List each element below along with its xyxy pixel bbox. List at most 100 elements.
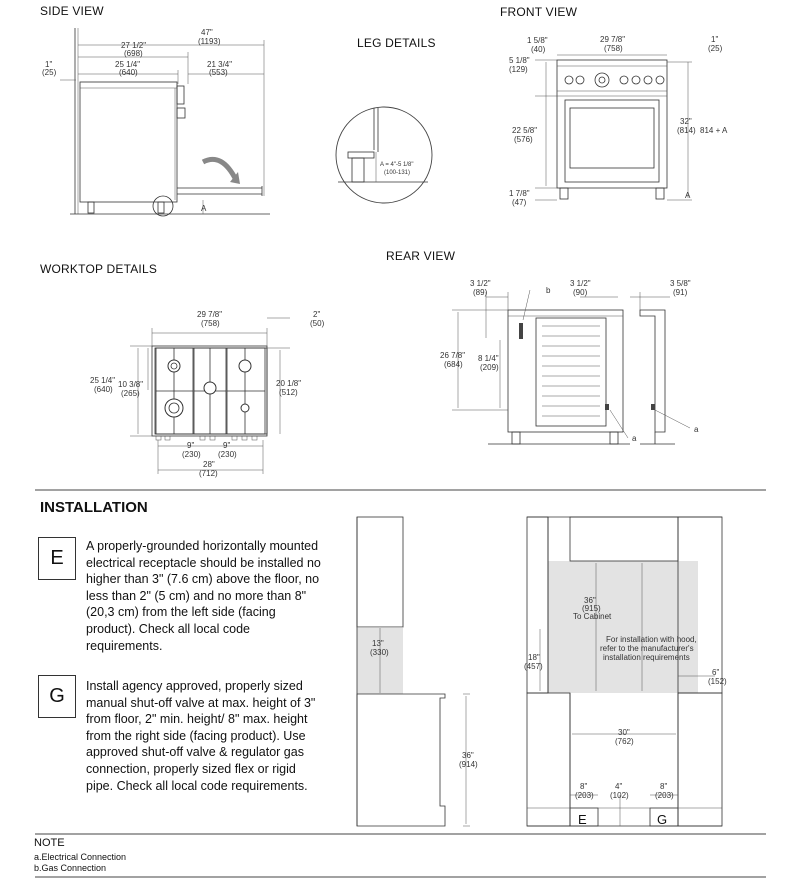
leg-dim-a: A = 4"-5 1/8" [380, 162, 413, 168]
install-dim-6-mm: (152) [708, 677, 727, 686]
front-dim-22: 22 5/8" [512, 126, 537, 135]
install-label-e: E [578, 812, 587, 827]
worktop-dim-25: 25 1/4" [90, 376, 115, 385]
front-dim-1-mm: (25) [708, 44, 723, 53]
side-dim-25-mm: (640) [119, 68, 138, 77]
note-a: a.Electrical Connection [34, 852, 127, 862]
front-dim-29: 29 7/8" [600, 35, 625, 44]
front-dim-158-mm: (40) [531, 45, 546, 54]
side-dim-21-mm: (553) [209, 68, 228, 77]
side-dim-27: 27 1/2" [121, 41, 146, 50]
worktop-dim-9a-mm: (230) [182, 450, 201, 459]
rear-dim-358: 3 5/8" [670, 279, 691, 288]
worktop-dim-2-mm: (50) [310, 319, 325, 328]
note-title: NOTE [34, 837, 65, 849]
install-dim-4: 4" [615, 782, 622, 791]
install-dim-8a-mm: (203) [575, 791, 594, 800]
side-dim-25: 25 1/4" [115, 60, 140, 69]
front-view-drawing: 1 5/8" (40) 29 7/8" (758) 1" (25) 5 1/8"… [509, 35, 728, 207]
side-dim-21: 21 3/4" [207, 60, 232, 69]
side-dim-27-mm: (698) [124, 49, 143, 58]
install-dim-8b-mm: (203) [655, 791, 674, 800]
front-dim-22-mm: (576) [514, 135, 533, 144]
worktop-dim-10: 10 3/8" [118, 380, 143, 389]
side-dim-47: 47" [201, 28, 213, 37]
side-dim-47-mm: (1193) [198, 37, 221, 46]
rear-dim-a1: a [632, 434, 637, 443]
side-dim-a: A [201, 204, 207, 213]
rear-dim-8: 8 1/4" [478, 354, 499, 363]
worktop-dim-28: 28" [203, 460, 215, 469]
install-label-g: G [657, 812, 667, 827]
worktop-dim-9b: 9" [223, 441, 230, 450]
rear-dim-26: 26 7/8" [440, 351, 465, 360]
rear-dim-312a-mm: (89) [473, 288, 488, 297]
front-dim-178-mm: (47) [512, 198, 527, 207]
install-dim-36c: 36" [584, 596, 596, 605]
worktop-drawing: 29 7/8" (758) 2" (50) 25 1/4" (640) 10 3… [90, 310, 325, 478]
front-view-heading: FRONT VIEW [500, 5, 578, 19]
note-b: b.Gas Connection [34, 863, 107, 873]
install-dim-30-mm: (762) [615, 737, 634, 746]
front-dim-518-mm: (129) [509, 65, 528, 74]
install-dim-18-mm: (457) [524, 662, 543, 671]
instruction-e-text: A properly-grounded horizontally mounted… [86, 539, 321, 653]
install-hood-note-1: For installation with hood, [606, 635, 697, 644]
instruction-g-letter: G [38, 675, 76, 718]
worktop-dim-2: 2" [313, 310, 320, 319]
worktop-dim-20: 20 1/8" [276, 379, 301, 388]
front-dim-29-mm: (758) [604, 44, 623, 53]
front-dim-32: 32" [680, 117, 692, 126]
rear-dim-358-mm: (91) [673, 288, 688, 297]
front-dim-a: A [685, 191, 691, 200]
side-dim-1-mm: (25) [42, 68, 57, 77]
side-view-drawing: 47" (1193) 27 1/2" (698) 25 1/4" (640) 2… [42, 28, 270, 217]
rear-dim-a2: a [694, 425, 699, 434]
worktop-dim-29: 29 7/8" [197, 310, 222, 319]
side-dim-1: 1" [45, 60, 52, 69]
install-dim-30: 30" [618, 728, 630, 737]
leg-details-heading: LEG DETAILS [357, 36, 436, 50]
rear-dim-8-mm: (209) [480, 363, 499, 372]
worktop-dim-20-mm: (512) [279, 388, 298, 397]
worktop-dim-9a: 9" [187, 441, 194, 450]
front-dim-1: 1" [711, 35, 718, 44]
install-dim-13-mm: (330) [370, 648, 389, 657]
front-dim-518: 5 1/8" [509, 56, 530, 65]
install-dim-6: 6" [712, 668, 719, 677]
rear-dim-312a: 3 1/2" [470, 279, 491, 288]
worktop-dim-28-mm: (712) [199, 469, 218, 478]
leg-detail-drawing: A = 4"-5 1/8" (100-131) [335, 106, 433, 204]
installation-front-diagram: 36" (915) To Cabinet For installation wi… [524, 516, 727, 827]
rear-view-heading: REAR VIEW [386, 249, 456, 263]
rear-dim-26-mm: (684) [444, 360, 463, 369]
front-dim-814a: 814 + A [700, 126, 728, 135]
install-dim-8b: 8" [660, 782, 667, 791]
front-dim-158: 1 5/8" [527, 36, 548, 45]
worktop-dim-9b-mm: (230) [218, 450, 237, 459]
front-dim-178: 1 7/8" [509, 189, 530, 198]
rear-dim-312b: 3 1/2" [570, 279, 591, 288]
install-hood-note-3: installation requirements [603, 653, 690, 662]
install-dim-to-cabinet: To Cabinet [573, 612, 612, 621]
install-hood-note-2: refer to the manufacturer's [600, 644, 694, 653]
leg-dim-a-mm: (100-131) [384, 170, 410, 176]
installation-side-diagram: 13" (330) 36" (914) [356, 516, 478, 827]
side-view-heading: SIDE VIEW [40, 4, 104, 18]
install-dim-36: 36" [462, 751, 474, 760]
install-dim-36c-mm: (915) [582, 604, 601, 613]
worktop-dim-25-mm: (640) [94, 385, 113, 394]
rear-view-drawing: 3 1/2" (89) b 3 1/2" (90) 3 5/8" (91) 26… [440, 279, 699, 445]
worktop-dim-10-mm: (265) [121, 389, 140, 398]
install-dim-36-mm: (914) [459, 760, 478, 769]
instruction-e-letter: E [38, 537, 76, 580]
install-dim-13: 13" [372, 639, 384, 648]
install-dim-18: 18" [528, 653, 540, 662]
front-dim-32-mm: (814) [677, 126, 696, 135]
installation-heading: INSTALLATION [40, 499, 148, 516]
worktop-dim-29-mm: (758) [201, 319, 220, 328]
install-dim-8a: 8" [580, 782, 587, 791]
install-dim-4-mm: (102) [610, 791, 629, 800]
rear-dim-b: b [546, 286, 551, 295]
